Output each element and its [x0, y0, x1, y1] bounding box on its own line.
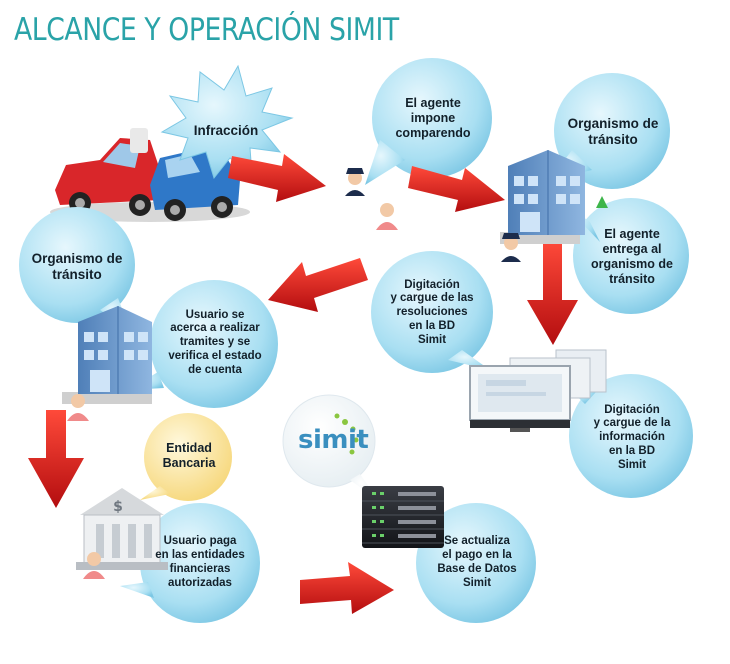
red-arrow-icon	[268, 258, 368, 312]
bank-icon: $	[76, 488, 168, 570]
bubble-line: Simit	[462, 576, 492, 589]
police-officer-icon	[345, 168, 365, 196]
bubble-infraccion: Infracción	[178, 118, 274, 144]
bubble-shape-entidad-bancaria	[140, 413, 232, 501]
bubble-line: Digitación	[604, 403, 660, 416]
bubble-line: en la BD	[408, 319, 455, 332]
bubble-line: El agente	[604, 227, 660, 241]
bubble-line: Entidad	[166, 441, 212, 455]
citizen-icon	[376, 203, 398, 230]
bubble-line: el pago en la	[442, 549, 512, 562]
bubble-line: autorizadas	[168, 576, 232, 589]
bubble-line: verifica el estado	[168, 349, 262, 362]
bubble-line: Digitación	[404, 278, 460, 291]
bubble-line: tránsito	[588, 132, 638, 147]
bubble-line: Organismo de	[567, 115, 659, 131]
page-title: ALCANCE Y OPERACIÓN SIMIT	[14, 12, 399, 48]
red-arrow-icon	[28, 410, 84, 508]
citizen-icon	[83, 552, 105, 579]
computer-monitor-icon	[469, 349, 607, 432]
bubble-shape-usuario-paga	[120, 503, 260, 623]
bubble-line: Usuario se	[185, 308, 245, 321]
bubble-line: en las entidades	[155, 549, 245, 562]
bubble-line: tránsito	[609, 272, 655, 286]
infraccion-burst-shape	[160, 64, 294, 180]
citizen-icon	[67, 394, 89, 421]
server-rack-icon	[362, 486, 444, 548]
red-arrow-icon	[408, 166, 505, 212]
bubble-line: resoluciones	[396, 306, 468, 319]
bubble-line: El agente	[405, 95, 461, 110]
bubble-line: entrega al	[602, 242, 662, 256]
building-icon	[500, 150, 608, 244]
red-arrow-icon	[300, 562, 394, 614]
bubble-line: organismo de	[591, 257, 673, 271]
simit-logo: simit	[298, 425, 369, 455]
bubble-line: Base de Datos	[437, 563, 517, 575]
bubble-line: Simit	[617, 458, 647, 471]
red-arrow-icon	[527, 240, 578, 345]
bubble-line: Simit	[417, 333, 447, 346]
bubble-line: y cargue de las	[390, 292, 474, 305]
police-officer-icon	[501, 233, 521, 262]
red-arrow-icon	[228, 154, 326, 202]
bubble-line: tramites y se	[179, 336, 251, 349]
bubble-line: información	[599, 431, 665, 444]
bubble-line: financieras	[169, 563, 231, 575]
svg-text:$: $	[113, 499, 123, 515]
bubble-line: comparendo	[395, 125, 471, 140]
bubble-line: en la BD	[608, 444, 655, 457]
bubble-line: Bancaria	[162, 456, 216, 470]
bubble-shape-agente-impone	[365, 58, 492, 185]
bubble-line: Organismo de	[31, 250, 123, 266]
bubble-line: y cargue de la	[593, 417, 671, 430]
bubble-line: acerca a realizar	[170, 322, 260, 335]
bubble-line: Infracción	[193, 122, 259, 138]
bubble-line: Usuario paga	[163, 535, 237, 548]
building-icon	[62, 306, 152, 404]
bubble-line: de cuenta	[188, 363, 242, 376]
bubble-line: impone	[410, 110, 456, 125]
bubble-line: tránsito	[52, 267, 102, 282]
bubble-line: Se actualiza	[444, 535, 510, 548]
